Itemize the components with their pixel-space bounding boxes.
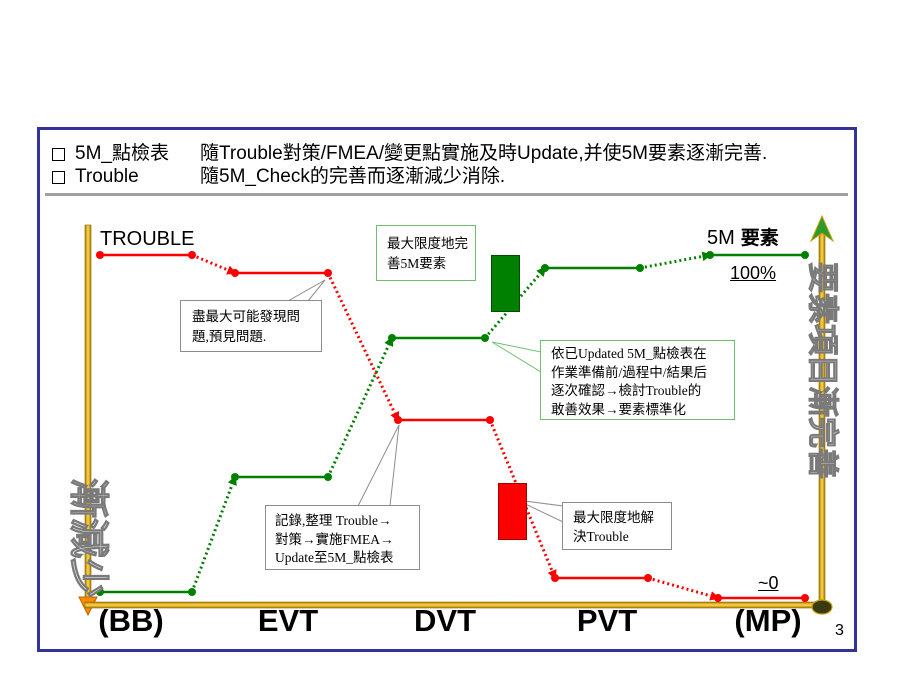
trouble-point	[231, 269, 239, 277]
left-axis-text: 漸減少	[65, 478, 113, 599]
trouble-dotted-segment	[191, 253, 237, 275]
callout-solve-trouble: 最大限度地解 決Trouble	[562, 502, 672, 550]
five-m-point	[96, 588, 104, 596]
slide-frame	[37, 127, 857, 652]
callout-find-problems: 盡最大可能發現問 題,預見問題.	[180, 300, 322, 352]
five-m-point	[188, 588, 196, 596]
trouble-label: TROUBLE	[100, 228, 195, 250]
callout-line: 盡最大可能發現問	[192, 309, 300, 324]
top-level-label: 100%	[730, 263, 777, 283]
trouble-point	[801, 594, 809, 602]
callout-verify-checklist-tail	[491, 341, 542, 373]
five-m-point	[541, 264, 549, 272]
callout-line: 對策→實施FMEA→	[275, 531, 394, 547]
five-m-point	[388, 334, 396, 342]
five-m-point	[231, 473, 239, 481]
five-m-point	[706, 251, 714, 259]
trouble-point	[394, 416, 402, 424]
square-bullet-icon	[52, 171, 65, 184]
bottom-axis-end-cap-icon	[811, 599, 833, 615]
five-m-point	[481, 334, 489, 342]
callout-complete-5m: 最大限度地完 善5M要素	[376, 225, 476, 281]
header-term-5m-checklist: 5M_點檢表	[75, 143, 169, 164]
phase-label-pvt: PVT	[576, 603, 638, 638]
five-m-dotted-segment	[326, 336, 394, 478]
callout-line: 題,預見問題.	[192, 329, 267, 344]
right-axis-up-arrow-icon	[809, 214, 835, 243]
right-axis-text: 要素項目漸完善	[804, 262, 841, 480]
five-m-point	[324, 473, 332, 481]
callout-line: 最大限度地完	[387, 236, 468, 251]
callout-line: 記錄,整理 Trouble→	[275, 513, 392, 528]
callout-line: 敢善效果→要素標準化	[551, 401, 686, 417]
bottom-level-label: ~0	[758, 573, 779, 593]
callout-record-trouble-tail	[357, 424, 400, 507]
trouble-dotted-segment	[326, 272, 400, 422]
five-m-point	[801, 251, 809, 259]
trouble-point	[486, 416, 494, 424]
trouble-point	[96, 251, 104, 259]
five-m-point	[636, 264, 644, 272]
five-m-dotted-segment	[190, 475, 237, 593]
five-m-label-bold-text: 要素	[740, 228, 779, 249]
callout-record-trouble: 記錄,整理 Trouble→ 對策→實施FMEA→ Update至5M_點檢表	[265, 505, 420, 570]
trouble-point	[324, 269, 332, 277]
callout-verify-checklist: 依已Updated 5M_點檢表在 作業準備前/過程中/結果后 逐次確認→檢討T…	[540, 340, 735, 420]
callout-line: 善5M要素	[387, 256, 447, 271]
square-bullet-icon	[52, 148, 65, 161]
header-description-trouble: 隨5M_Check的完善而逐漸減少消除.	[200, 166, 506, 187]
five-m-dotted-segment	[639, 251, 712, 270]
trouble-point	[188, 251, 196, 259]
callout-line: 決Trouble	[573, 529, 629, 544]
callout-line: 作業準備前/過程中/結果后	[551, 364, 708, 380]
page-number: 3	[835, 622, 844, 639]
phase-label-evt: EVT	[257, 603, 319, 638]
trouble-block	[498, 483, 527, 540]
trouble-point	[551, 574, 559, 582]
phase-label-dvt: DVT	[414, 603, 476, 638]
trouble-point	[714, 594, 722, 602]
trouble-dotted-segment	[647, 576, 720, 601]
header-term-trouble: Trouble	[75, 166, 139, 187]
header-divider	[45, 193, 848, 196]
five-m-block	[491, 255, 520, 312]
callout-find-problems-tail	[286, 279, 326, 302]
five-m-label-text: 5M	[707, 227, 735, 249]
phase-label-bb: (BB)	[98, 603, 164, 638]
callout-line: 最大限度地解	[573, 510, 654, 525]
callout-line: 依已Updated 5M_點檢表在	[551, 346, 707, 361]
header-description-5m-checklist: 隨Trouble對策/FMEA/變更點實施及時Update,并使5M要素逐漸完善…	[200, 143, 768, 164]
trouble-point	[644, 574, 652, 582]
callout-line: Update至5M_點檢表	[275, 550, 394, 565]
phase-label-mp: (MP)	[734, 603, 802, 638]
callout-line: 逐次確認→檢討Trouble的	[551, 383, 702, 398]
